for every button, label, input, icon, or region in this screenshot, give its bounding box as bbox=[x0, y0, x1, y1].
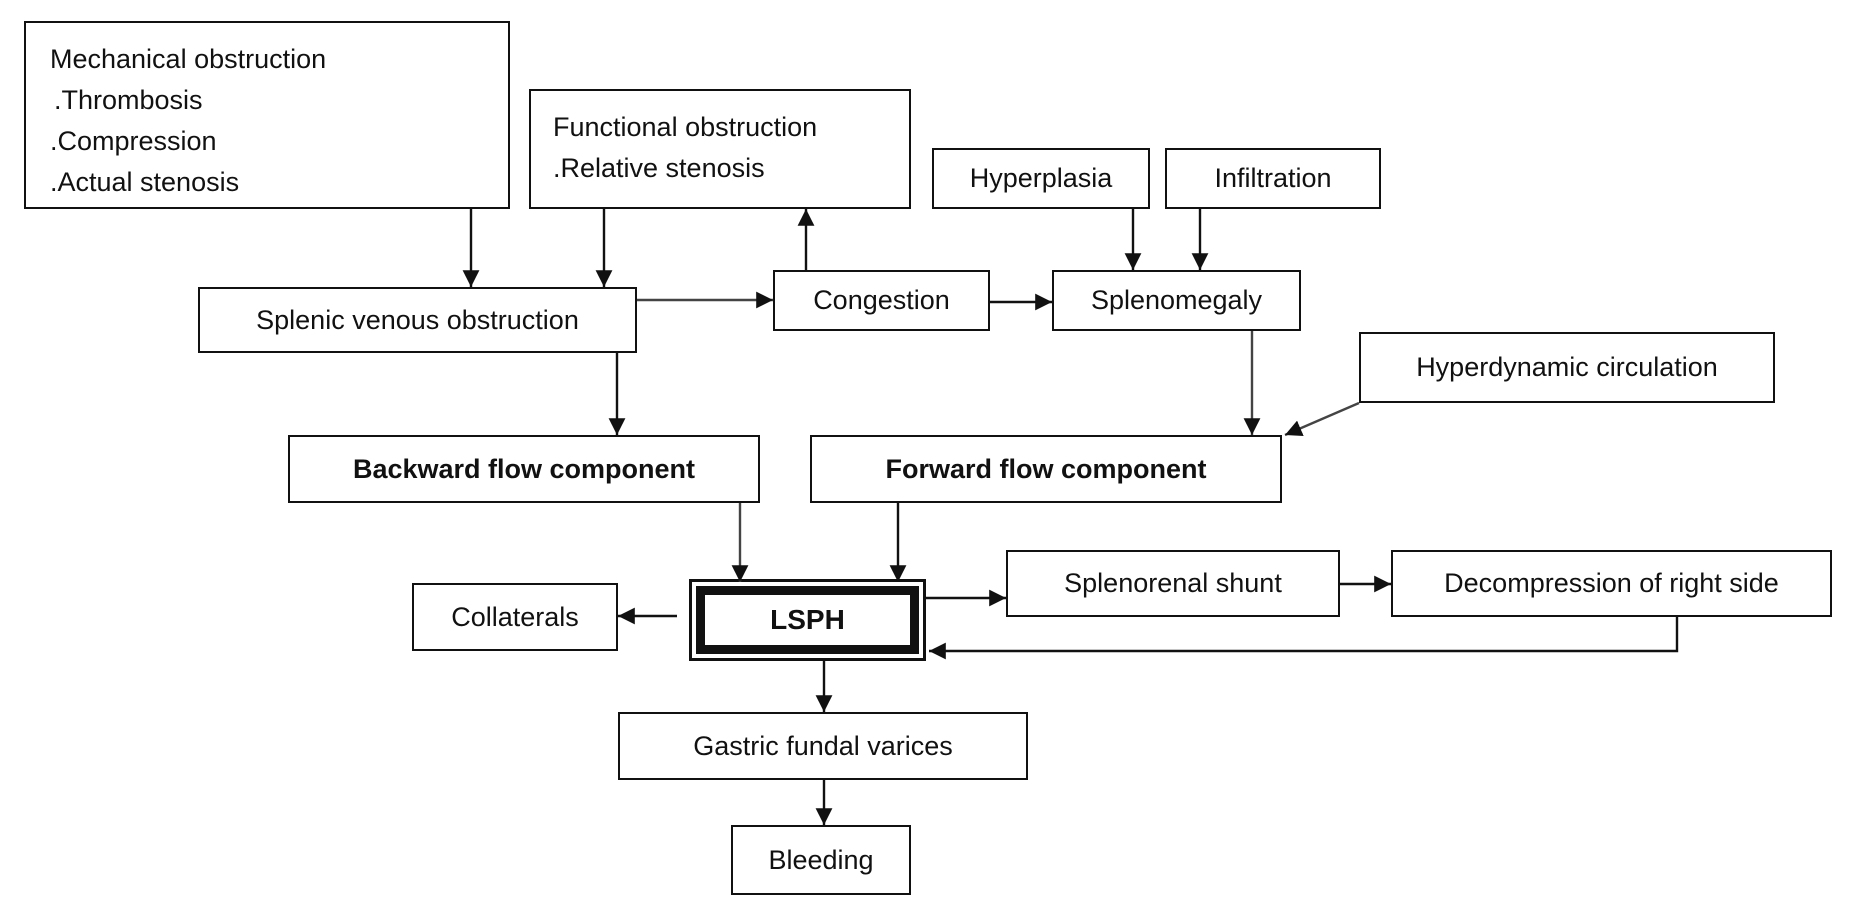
node-label: LSPH bbox=[770, 604, 845, 635]
node-decompression-right-side: Decompression of right side bbox=[1391, 550, 1832, 617]
node-congestion: Congestion bbox=[773, 270, 990, 331]
node-hyperplasia: Hyperplasia bbox=[932, 148, 1150, 209]
node-mechanical-obstruction: Mechanical obstruction .Thrombosis .Comp… bbox=[24, 21, 510, 209]
node-label: Backward flow component bbox=[352, 453, 696, 484]
node-label: Splenorenal shunt bbox=[1064, 568, 1282, 598]
node-label: Splenomegaly bbox=[1090, 285, 1263, 315]
node-gastric-fundal-varices: Gastric fundal varices bbox=[618, 712, 1028, 780]
node-label: Bleeding bbox=[768, 844, 874, 875]
node-title: Mechanical obstruction bbox=[50, 44, 327, 74]
node-label: Hyperdynamic circulation bbox=[1416, 352, 1718, 382]
node-label: Infiltration bbox=[1214, 163, 1332, 193]
node-functional-obstruction: Functional obstruction .Relative stenosi… bbox=[529, 89, 911, 209]
node-hyperdynamic-circulation: Hyperdynamic circulation bbox=[1359, 332, 1775, 403]
node-infiltration: Infiltration bbox=[1165, 148, 1381, 209]
node-splenomegaly: Splenomegaly bbox=[1052, 270, 1301, 331]
node-lsph: LSPH bbox=[689, 579, 926, 661]
node-label: Forward flow component bbox=[885, 453, 1207, 484]
edge-decompression-to-lsph bbox=[929, 617, 1679, 660]
node-splenic-venous-obstruction: Splenic venous obstruction bbox=[198, 287, 637, 353]
node-label: Decompression of right side bbox=[1444, 568, 1779, 598]
node-label: Splenic venous obstruction bbox=[256, 304, 579, 335]
node-label: Collaterals bbox=[451, 601, 579, 632]
node-item: .Thrombosis bbox=[54, 85, 203, 115]
node-item: .Compression bbox=[50, 126, 217, 156]
lsph-inner-frame: LSPH bbox=[696, 586, 919, 654]
node-collaterals: Collaterals bbox=[412, 583, 618, 651]
node-item: .Relative stenosis bbox=[553, 153, 765, 183]
node-label: Hyperplasia bbox=[969, 163, 1113, 193]
node-forward-flow-component: Forward flow component bbox=[810, 435, 1282, 503]
edge-hyperdynamic-to-forward bbox=[1284, 401, 1360, 437]
node-item: .Actual stenosis bbox=[50, 167, 240, 197]
node-label: Gastric fundal varices bbox=[693, 730, 953, 761]
node-splenorenal-shunt: Splenorenal shunt bbox=[1006, 550, 1340, 617]
node-backward-flow-component: Backward flow component bbox=[288, 435, 760, 503]
node-label: Congestion bbox=[813, 285, 950, 315]
node-title: Functional obstruction bbox=[553, 112, 818, 142]
node-bleeding: Bleeding bbox=[731, 825, 911, 895]
